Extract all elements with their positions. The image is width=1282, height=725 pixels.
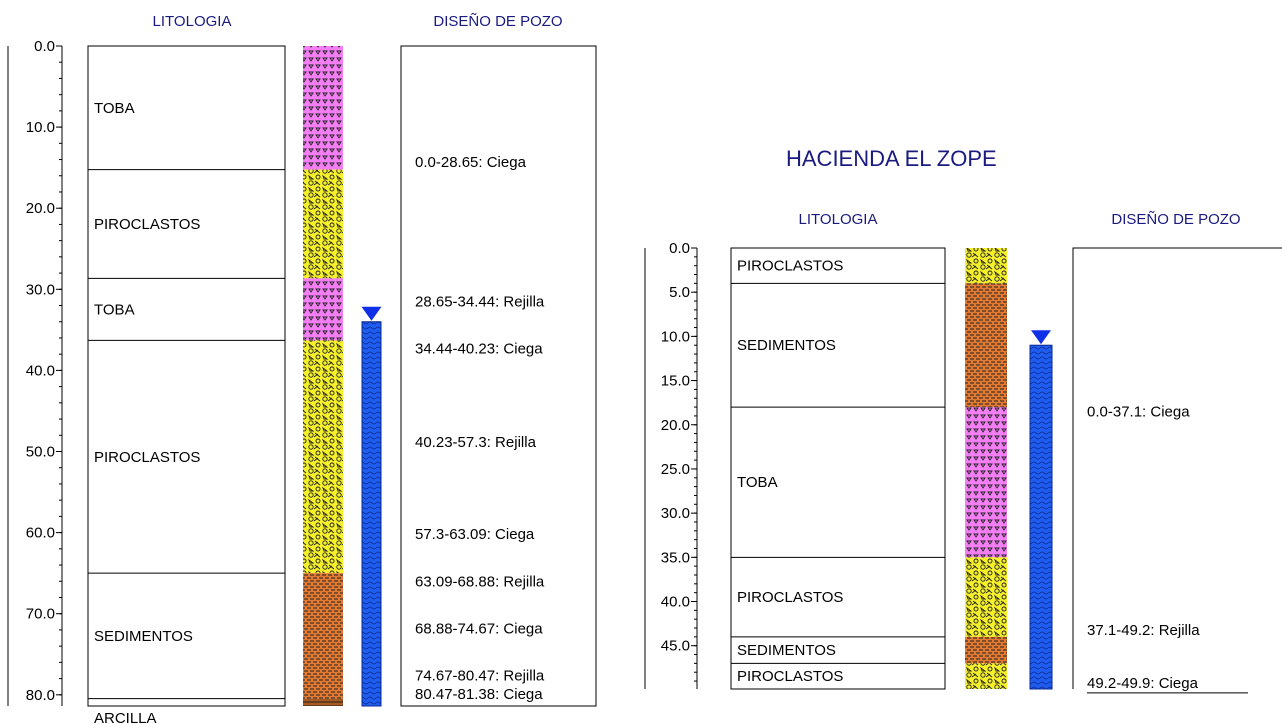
layer-label: SEDIMENTOS [737,337,836,354]
layer-label: SEDIMENTOS [737,642,836,659]
pattern-sed [965,283,1007,408]
well-log-hacienda-el-zope: LITOLOGIA DISEÑO DE POZO 0.0 5.0 10.0 15.0 2… [644,211,1282,694]
design-interval-label: 37.1-49.2: Rejilla [1087,622,1200,639]
design-interval-label: 74.67-80.47: Rejilla [415,667,545,684]
pattern-piro [965,557,1007,637]
depth-tick-label: 40.0 [26,362,55,379]
design-interval-label: 49.2-49.9: Ciega [1087,675,1199,692]
depth-tick-label: 10.0 [26,119,55,136]
depth-tick-label: 45.0 [661,638,690,655]
depth-axis: 0.0 10.0 20.0 30.0 40.0 50.0 60.0 70.0 80.0 [7,38,63,706]
depth-tick-label: 15.0 [661,373,690,390]
lithology-layers: PIROCLASTOS SEDIMENTOS TOBA PIROCLASTOS SEDI… [731,258,945,685]
water-fill [361,321,382,707]
lithology-header: LITOLOGIA [153,13,232,30]
design-interval-label: 40.23-57.3: Rejilla [415,434,537,451]
depth-tick-label: 25.0 [661,461,690,478]
pattern-sed [303,573,343,699]
pattern-piro [303,340,343,574]
water-fill [1029,344,1053,690]
layer-label: PIROCLASTOS [737,258,843,275]
depth-tick-label: 0.0 [34,38,55,55]
well-design-header: DISEÑO DE POZO [1111,211,1240,228]
layer-label: PIROCLASTOS [94,449,200,466]
layer-label: PIROCLASTOS [737,589,843,606]
depth-tick-label: 20.0 [26,200,55,217]
water-column [1029,330,1053,690]
pattern-toba [303,278,343,341]
lithology-layers: TOBA PIROCLASTOS TOBA PIROCLASTOS SEDIMENTOS… [88,100,285,725]
depth-tick-label: 40.0 [661,594,690,611]
depth-tick-label: 60.0 [26,525,55,542]
water-column [361,306,382,707]
well-design-labels: 0.0-28.65: Ciega 28.65-34.44: Rejilla 34.4… [415,154,545,703]
pattern-piro [303,169,343,279]
layer-label: ARCILLA [94,710,157,725]
design-interval-label: 63.09-68.88: Rejilla [415,573,545,590]
design-interval-label: 0.0-37.1: Ciega [1087,403,1190,420]
depth-axis: 0.0 5.0 10.0 15.0 20.0 25.0 30.0 35.0 40.0 45.0 [644,240,698,689]
well-design-header: DISEÑO DE POZO [433,13,562,30]
depth-tick-label: 0.0 [669,240,690,257]
well-design-labels: 0.0-37.1: Ciega 37.1-49.2: Rejilla 49.2-49… [1087,403,1248,694]
pattern-arc [303,698,343,706]
design-interval-label: 57.3-63.09: Ciega [415,526,535,543]
design-interval-label: 34.44-40.23: Ciega [415,341,543,358]
depth-tick-label: 50.0 [26,444,55,461]
depth-tick-label: 80.0 [26,687,55,704]
depth-tick-label: 30.0 [26,281,55,298]
site-title: HACIENDA EL ZOPE [786,146,997,171]
layer-label: PIROCLASTOS [94,216,200,233]
depth-tick-label: 20.0 [661,417,690,434]
depth-tick-label: 10.0 [661,328,690,345]
well-log-left: LITOLOGIA DISEÑO DE POZO 0.0 10.0 20.0 30.0… [7,13,597,725]
well-design-frame [1072,247,1282,689]
lithology-header: LITOLOGIA [799,211,878,228]
depth-tick-label: 5.0 [669,284,690,301]
pattern-piro [965,663,1007,689]
design-interval-label: 0.0-28.65: Ciega [415,154,527,171]
pattern-toba [965,407,1007,558]
pattern-sed [965,636,1007,664]
water-level-icon [361,306,382,321]
layer-label: PIROCLASTOS [737,668,843,685]
pattern-toba [303,46,343,170]
design-interval-label: 80.47-81.38: Ciega [415,686,543,703]
layer-label: SEDIMENTOS [94,628,193,645]
lithology-pattern-strip [965,248,1007,689]
design-interval-label: 28.65-34.44: Rejilla [415,293,545,310]
layer-label: TOBA [737,474,778,491]
layer-label: TOBA [94,301,135,318]
lithology-column-frame [730,247,946,690]
pattern-piro [965,248,1007,284]
well-design-frame [400,45,597,707]
lithology-column-frame [87,45,286,707]
depth-tick-label: 30.0 [661,505,690,522]
layer-label: TOBA [94,100,135,117]
depth-tick-label: 70.0 [26,606,55,623]
depth-tick-label: 35.0 [661,549,690,566]
design-interval-label: 68.88-74.67: Ciega [415,620,543,637]
lithology-pattern-strip [303,46,343,706]
water-level-icon [1031,330,1051,345]
